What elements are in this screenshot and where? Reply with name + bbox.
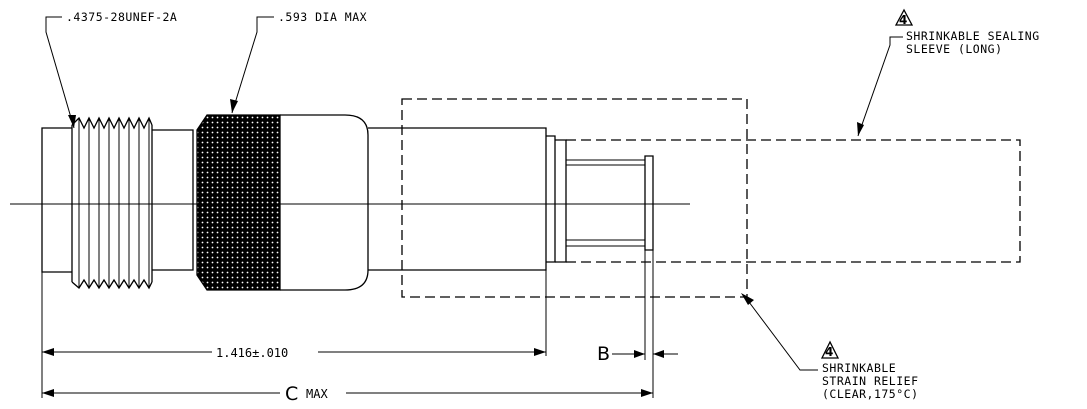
strain-relief-label-3: (CLEAR,175°C) [822, 387, 919, 401]
strain-relief-label-2: STRAIN RELIEF [822, 374, 919, 388]
sealing-sleeve-outline [566, 139, 1021, 263]
b-dimension-label: B [597, 343, 610, 365]
cable [566, 155, 654, 251]
c-max-suffix: MAX [306, 387, 328, 401]
strain-relief-label-1: SHRINKABLE [822, 361, 896, 375]
diameter-callout: .593 DIA MAX [230, 10, 367, 114]
diameter-max-label: .593 DIA MAX [278, 10, 367, 24]
sealing-sleeve-label-1: SHRINKABLE SEALING [906, 29, 1040, 43]
extension-lines [41, 250, 654, 398]
sealing-sleeve-callout: 4 SHRINKABLE SEALING SLEEVE (LONG) [857, 8, 1040, 137]
note-flag-icon [820, 340, 840, 359]
length-dimension-label: 1.416±.010 [216, 346, 288, 360]
body-neck [152, 129, 194, 271]
svg-text:4: 4 [899, 13, 907, 27]
front-sleeve [41, 127, 72, 273]
rear-body [368, 127, 567, 271]
note-flag-icon [894, 8, 914, 26]
svg-text:4: 4 [825, 345, 833, 359]
knurled-coupling-nut [196, 114, 369, 291]
c-max-dimension: C MAX [42, 383, 653, 405]
thread-callout: .4375-28UNEF-2A [45, 10, 177, 129]
strain-relief-callout: 4 SHRINKABLE STRAIN RELIEF (CLEAR,175°C) [741, 293, 919, 401]
thread-spec-label: .4375-28UNEF-2A [66, 10, 177, 24]
strain-relief-outline [401, 98, 748, 298]
threaded-section [71, 116, 153, 290]
c-dimension-label: C [285, 383, 298, 405]
length-dimension: 1.416±.010 [42, 346, 546, 360]
b-dimension: B [597, 343, 678, 365]
sealing-sleeve-label-2: SLEEVE (LONG) [906, 42, 1003, 56]
